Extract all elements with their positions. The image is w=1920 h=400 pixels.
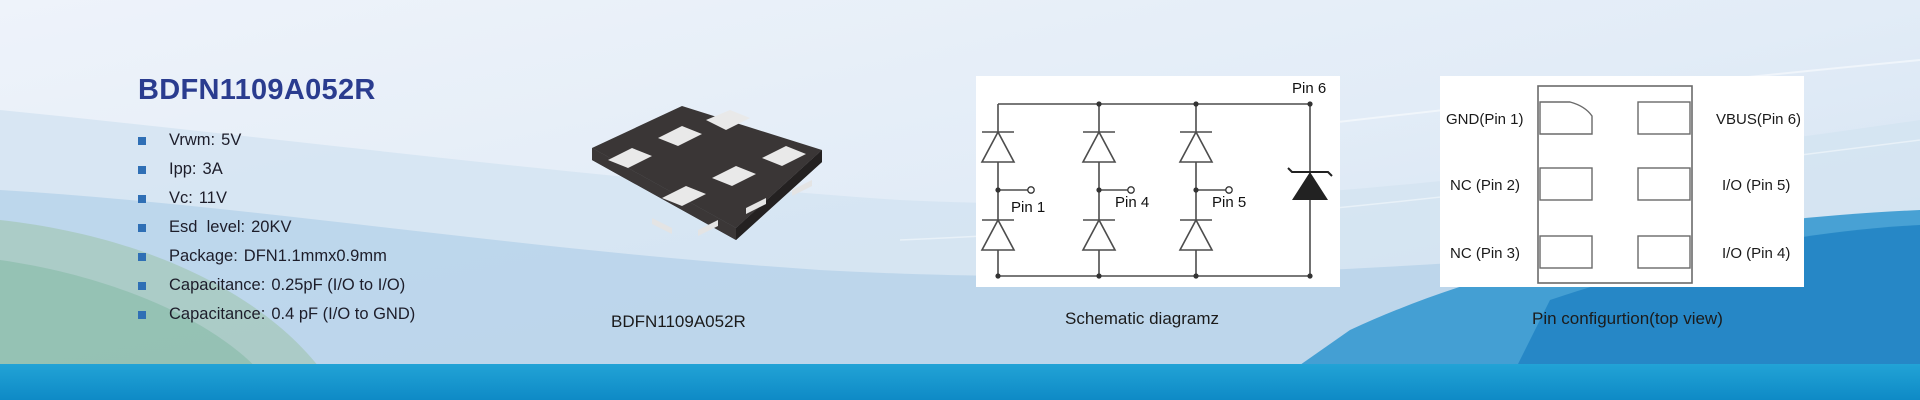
pin-label-io4: I/O (Pin 4)	[1722, 245, 1791, 262]
pad-pin3	[1539, 235, 1593, 269]
pad-1	[608, 148, 652, 168]
schematic-caption: Schematic diagramz	[1065, 309, 1220, 328]
spec-value: 0.25pF (I/O to I/O)	[271, 276, 406, 294]
spec-value: 11V	[198, 189, 227, 207]
spec-label: Package:	[169, 247, 238, 265]
pad-pin1	[1539, 101, 1593, 135]
schematic-pin5-label: Pin 5	[1212, 194, 1246, 211]
pad-4	[662, 186, 706, 206]
pad-6	[762, 146, 806, 166]
pinout-panel: GND(Pin 1) NC (Pin 2) NC (Pin 3) VBUS(Pi…	[1440, 76, 1804, 287]
pad-pin2	[1539, 167, 1593, 201]
bullet-icon	[138, 281, 146, 290]
pad-pin5	[1637, 167, 1691, 201]
spec-item: Package: DFN1.1mmx0.9mm	[138, 242, 415, 271]
spec-item: Vrwm: 5V	[138, 126, 415, 155]
schematic-panel: Pin 6 Pin 1 Pin 4 Pin 5	[976, 76, 1340, 287]
spec-item: Vc: 11V	[138, 184, 415, 213]
pinout-diagram	[1537, 85, 1693, 284]
pin-label-gnd: GND(Pin 1)	[1446, 111, 1524, 128]
pad-5	[712, 166, 756, 186]
pin-label-nc3: NC (Pin 3)	[1450, 245, 1521, 262]
package-image	[592, 106, 822, 240]
spec-label: Ipp:	[169, 160, 197, 178]
bullet-icon	[138, 165, 146, 174]
spec-value: DFN1.1mmx0.9mm	[243, 247, 387, 265]
spec-label: Vrwm:	[169, 131, 216, 149]
schematic-diagram: Pin 6 Pin 1 Pin 4 Pin 5	[980, 80, 1333, 279]
pinout-caption: Pin configurtion(top view)	[1532, 309, 1723, 328]
bullet-icon	[138, 136, 146, 145]
spec-label: Capacitance:	[169, 276, 266, 294]
pad-pin6	[1637, 101, 1691, 135]
spec-value: 3A	[202, 160, 223, 178]
pad-2	[658, 126, 702, 146]
pin-label-io5: I/O (Pin 5)	[1722, 177, 1791, 194]
spec-label: Vc:	[169, 189, 193, 207]
bullet-icon	[138, 310, 146, 319]
schematic-pin6-label: Pin 6	[1292, 80, 1326, 97]
spec-value: 20KV	[251, 218, 292, 236]
schematic-pin4-label: Pin 4	[1115, 194, 1149, 211]
spec-label: Esd level:	[169, 218, 246, 236]
spec-label: Capacitance:	[169, 305, 266, 323]
pad-pin4	[1637, 235, 1691, 269]
schematic-pin1-label: Pin 1	[1011, 199, 1045, 216]
pin-label-vbus: VBUS(Pin 6)	[1716, 111, 1802, 128]
bullet-icon	[138, 223, 146, 232]
spec-value: 5V	[221, 131, 242, 149]
spec-item: Capacitance: 0.4 pF (I/O to GND)	[138, 300, 415, 329]
spec-item: Esd level: 20KV	[138, 213, 415, 242]
pad-3	[706, 110, 750, 130]
bullet-icon	[138, 252, 146, 261]
pin-label-nc2: NC (Pin 2)	[1450, 177, 1521, 194]
spec-item: Capacitance: 0.25pF (I/O to I/O)	[138, 271, 415, 300]
spec-item: Ipp: 3A	[138, 155, 415, 184]
spec-list: Vrwm: 5V Ipp: 3A Vc: 11V Esd level: 20KV Package…	[138, 126, 415, 329]
product-title: BDFN1109A052R	[138, 74, 376, 106]
package-caption: BDFN1109A052R	[611, 312, 746, 331]
bullet-icon	[138, 194, 146, 203]
spec-value: 0.4 pF (I/O to GND)	[271, 305, 416, 323]
